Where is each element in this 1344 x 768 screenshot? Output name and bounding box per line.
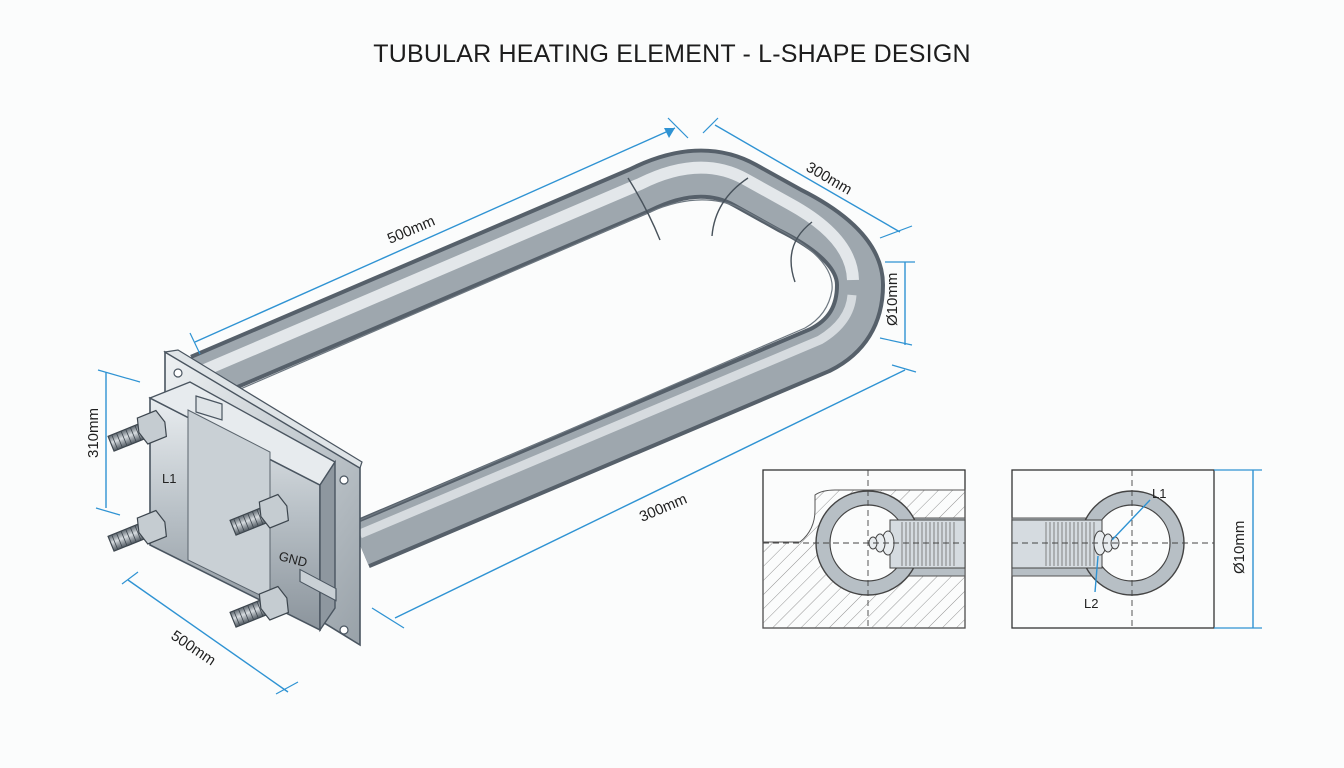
dim-top-width: 300mm (803, 159, 855, 199)
dimension-lines (95, 117, 917, 695)
dim-top-length: 500mm (385, 212, 438, 247)
terminal-bolts (107, 409, 290, 628)
terminal-label-gnd: GND (277, 548, 309, 570)
section-label-l2: L2 (1084, 596, 1098, 611)
drawing-title: TUBULAR HEATING ELEMENT - L-SHAPE DESIGN (373, 40, 971, 68)
dim-flange-height: 310mm (85, 408, 102, 458)
dim-flange-width: 500mm (168, 627, 219, 669)
section-detail-left (762, 469, 966, 629)
dim-tube-diameter: Ø10mm (884, 273, 901, 326)
terminal-label-l1: L1 (162, 471, 176, 486)
section-label-l1: L1 (1152, 486, 1166, 501)
section-detail-right (1011, 469, 1262, 629)
flange-assembly (148, 349, 363, 647)
dim-section-diameter: Ø10mm (1231, 521, 1248, 574)
tube-assembly (190, 148, 885, 569)
